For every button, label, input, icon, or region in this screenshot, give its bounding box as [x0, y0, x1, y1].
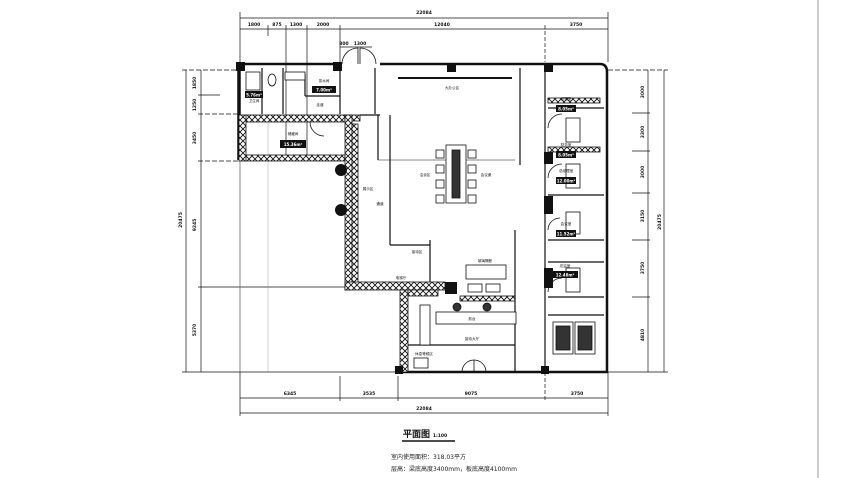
r1-area: 8.05m²: [558, 107, 574, 112]
area-note: 室内使用面积：318.03平方: [391, 453, 466, 461]
label-pass: 通道: [376, 201, 384, 206]
plan-title: 平面图: [403, 429, 430, 440]
right-dim-2: 3300: [640, 126, 646, 139]
right-dim-4: 3150: [640, 210, 646, 223]
right-dim-3: 3000: [640, 166, 646, 179]
bottom-dim-2: 3535: [363, 391, 376, 397]
left-dimensions: [182, 69, 400, 373]
bottom-dim-1: 6345: [284, 391, 297, 397]
label-corridor: 走道: [316, 102, 324, 107]
label-toilet: 卫生间: [249, 98, 260, 103]
label-display: 展示区: [363, 186, 374, 191]
top-dim-2: 875: [272, 22, 281, 28]
right-dimensions: [608, 69, 668, 373]
hatched-walls: [238, 97, 601, 373]
left-dim-1: 1850: [192, 77, 198, 90]
label-r3: 总经理室: [559, 168, 574, 173]
label-storage: 储藏间: [288, 131, 299, 136]
top-total-dim: 22084: [416, 10, 432, 16]
label-r1: 经理室: [561, 96, 572, 101]
tea-area: 7.00m²: [316, 88, 332, 93]
label-r2: 财务室: [561, 142, 572, 147]
top-dim-5: 12040: [434, 22, 450, 28]
doors: [309, 47, 563, 373]
r3-area: 12.00m²: [557, 179, 576, 184]
toilet-area: 5.76m²: [246, 93, 262, 98]
plan-scale: 1:100: [433, 433, 447, 439]
right-dim-6: 4810: [640, 329, 646, 342]
label-reception: 接待区: [412, 249, 423, 254]
label-counter: 前台: [468, 316, 476, 321]
r2-area: 8.05m²: [558, 153, 574, 158]
label-r5: 总监室: [560, 263, 571, 268]
label-r4: 会议室: [561, 221, 572, 226]
right-dim-1: 3000: [640, 86, 646, 99]
label-tea: 茶水间: [319, 78, 330, 83]
storage-area: 15.36m²: [284, 142, 303, 147]
label-lobby: 接待大厅: [465, 336, 480, 341]
label-lift: 电梯厅: [396, 275, 407, 280]
left-dim-2: 1250: [192, 99, 198, 112]
label-lounge: 洽谈区: [420, 172, 431, 177]
left-dim-4: 9245: [192, 219, 198, 232]
right-dim-5: 3750: [640, 262, 646, 275]
label-partition: 玻璃隔断: [478, 258, 493, 263]
left-total-dim: 20475: [178, 212, 184, 228]
r5-area: 12.48m²: [556, 273, 575, 278]
height-note: 层高：梁底高度3400mm，板底高度4100mm: [391, 465, 517, 473]
furniture: [245, 71, 596, 369]
r4-area: 11.52m²: [557, 232, 576, 237]
left-dim-3: 3450: [192, 132, 198, 145]
left-dim-5: 5370: [192, 324, 198, 337]
right-total-dim: 20475: [657, 214, 663, 230]
bottom-total-dim: 22084: [416, 406, 432, 412]
door-dim-1: 800: [339, 41, 348, 47]
bottom-dimensions: [239, 372, 609, 416]
top-dim-1: 1800: [248, 22, 261, 28]
bottom-dim-4: 3750: [571, 391, 584, 397]
top-dimensions: [239, 12, 609, 160]
label-meeting: 会议桌: [481, 172, 492, 177]
label-waiting: 休息等候区: [415, 351, 433, 356]
top-dim-4: 2000: [317, 22, 330, 28]
top-dim-3: 1300: [290, 22, 303, 28]
bottom-dim-3: 9075: [465, 391, 478, 397]
columns: [236, 62, 553, 374]
label-office: 大办公区: [445, 85, 460, 90]
door-dim-2: 1300: [354, 41, 367, 47]
top-dim-6: 3750: [570, 22, 583, 28]
